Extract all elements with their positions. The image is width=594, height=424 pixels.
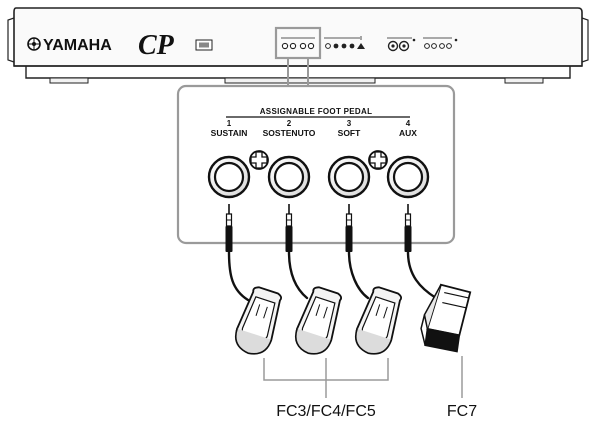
phone-plug-icon [404, 204, 412, 252]
jack-1-sustain-icon [207, 155, 251, 199]
screw-icon [249, 150, 269, 170]
footswitch-model-label: FC3/FC4/FC5 [276, 403, 376, 420]
jack-3-soft-icon [327, 155, 371, 199]
jack-2-number: 2 [287, 119, 292, 128]
jack-1-name: SUSTAIN [211, 128, 248, 138]
expression-pedal-icon [420, 283, 472, 353]
foot-pedal-jack-highlight [274, 26, 322, 60]
expression-pedal-model-label: FC7 [447, 403, 477, 420]
pedal-cables [227, 250, 438, 302]
phone-plug-icon [225, 204, 233, 252]
brand-name: YAMAHA [43, 37, 112, 54]
callout-lines [287, 58, 309, 86]
model-logo: CP [138, 30, 175, 61]
footswitch-bracket [263, 356, 463, 398]
line-output-connectors [423, 37, 458, 49]
jack-3-name: SOFT [338, 128, 361, 138]
foot-pedal-jacks-mini [281, 37, 315, 50]
jack-2-sostenuto-icon [267, 155, 311, 199]
jack-4-number: 4 [406, 119, 411, 128]
jack-2-name: SOSTENUTO [263, 128, 316, 138]
yamaha-emblem-icon [27, 37, 41, 51]
panel-title: ASSIGNABLE FOOT PEDAL [260, 107, 373, 116]
phone-plug-icon [345, 204, 353, 252]
power-inlet-icon [195, 39, 213, 51]
jack-4-name: AUX [399, 128, 417, 138]
pedal-icon [354, 286, 403, 355]
jack-3-number: 3 [347, 119, 352, 128]
jack-4-aux-icon [386, 155, 430, 199]
pedal-icon [294, 286, 343, 355]
phone-plug-icon [285, 204, 293, 252]
keyboard-rear-panel: YAMAHA CP [7, 7, 589, 84]
jack-1-number: 1 [227, 119, 232, 128]
midi-usb-connectors [324, 36, 365, 49]
xlr-output-connectors [387, 37, 416, 52]
pedal-icon [234, 286, 283, 355]
screw-icon [368, 150, 388, 170]
foot-pedal-jack-panel: ASSIGNABLE FOOT PEDAL 1 SUSTAIN 2 SOSTEN… [176, 84, 456, 252]
